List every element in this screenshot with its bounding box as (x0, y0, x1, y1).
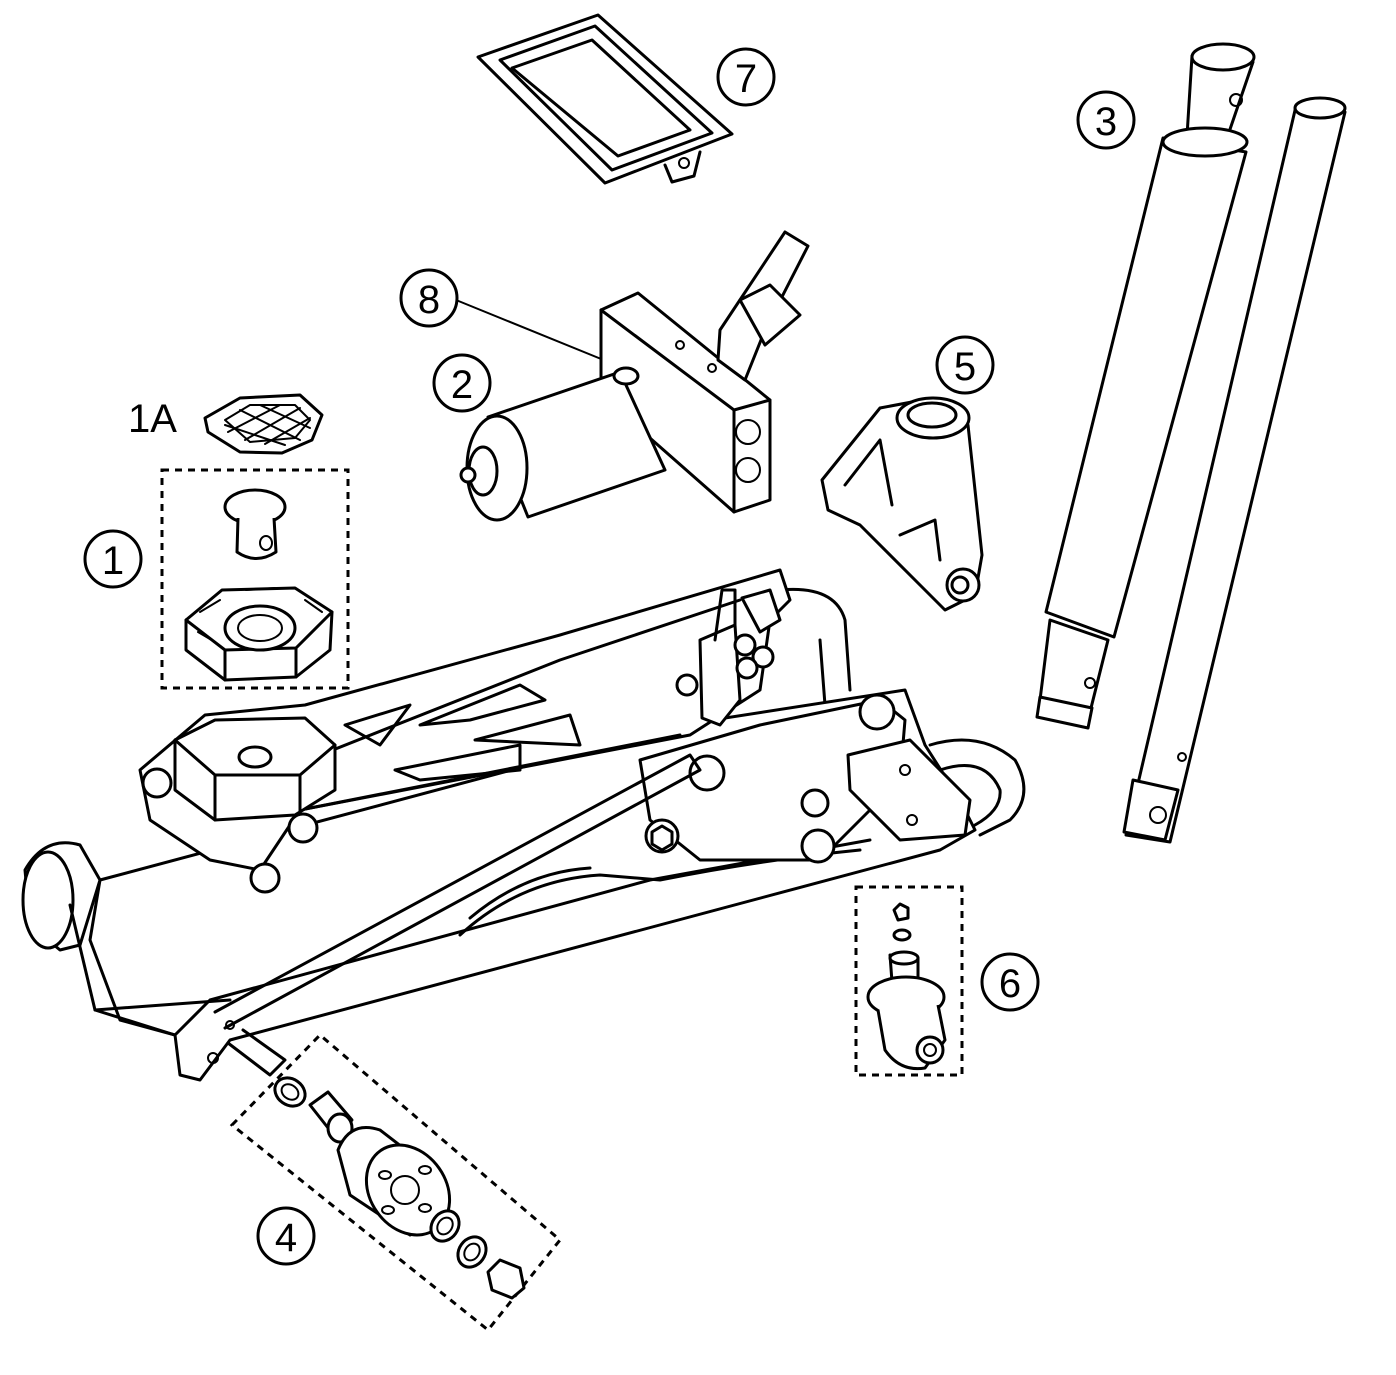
callout-8-label: 8 (418, 278, 440, 322)
callout-1-label: 1 (102, 539, 124, 583)
handle-tube-icon (1035, 42, 1347, 844)
callout-8: 8 (399, 268, 459, 328)
callout-4-label: 4 (275, 1216, 297, 1260)
callout-5: 5 (935, 335, 995, 395)
floor-jack-frame-icon (21, 568, 1026, 1082)
handle-socket-icon (820, 396, 984, 612)
callout-3: 3 (1076, 90, 1136, 150)
callout-5-label: 5 (954, 345, 976, 389)
saddle-icon (184, 488, 334, 682)
tray-icon (476, 13, 734, 185)
callout-2-label: 2 (451, 363, 473, 407)
hydraulic-pump-icon (459, 230, 810, 522)
callout-7: 7 (716, 47, 776, 107)
saddle-pad-icon (203, 393, 324, 455)
callout-7-label: 7 (735, 57, 757, 101)
callout-1a: 1A (128, 397, 177, 441)
front-wheel-icon (273, 1076, 526, 1300)
callout-2: 2 (432, 353, 492, 413)
callout-1a-label: 1A (128, 397, 177, 441)
caster-wheel-icon (866, 902, 947, 1071)
callout-3-label: 3 (1095, 100, 1117, 144)
callout-6: 6 (980, 952, 1040, 1012)
callout-1: 1 (83, 529, 143, 589)
callout-4: 4 (256, 1206, 316, 1266)
callout-6-label: 6 (999, 962, 1021, 1006)
